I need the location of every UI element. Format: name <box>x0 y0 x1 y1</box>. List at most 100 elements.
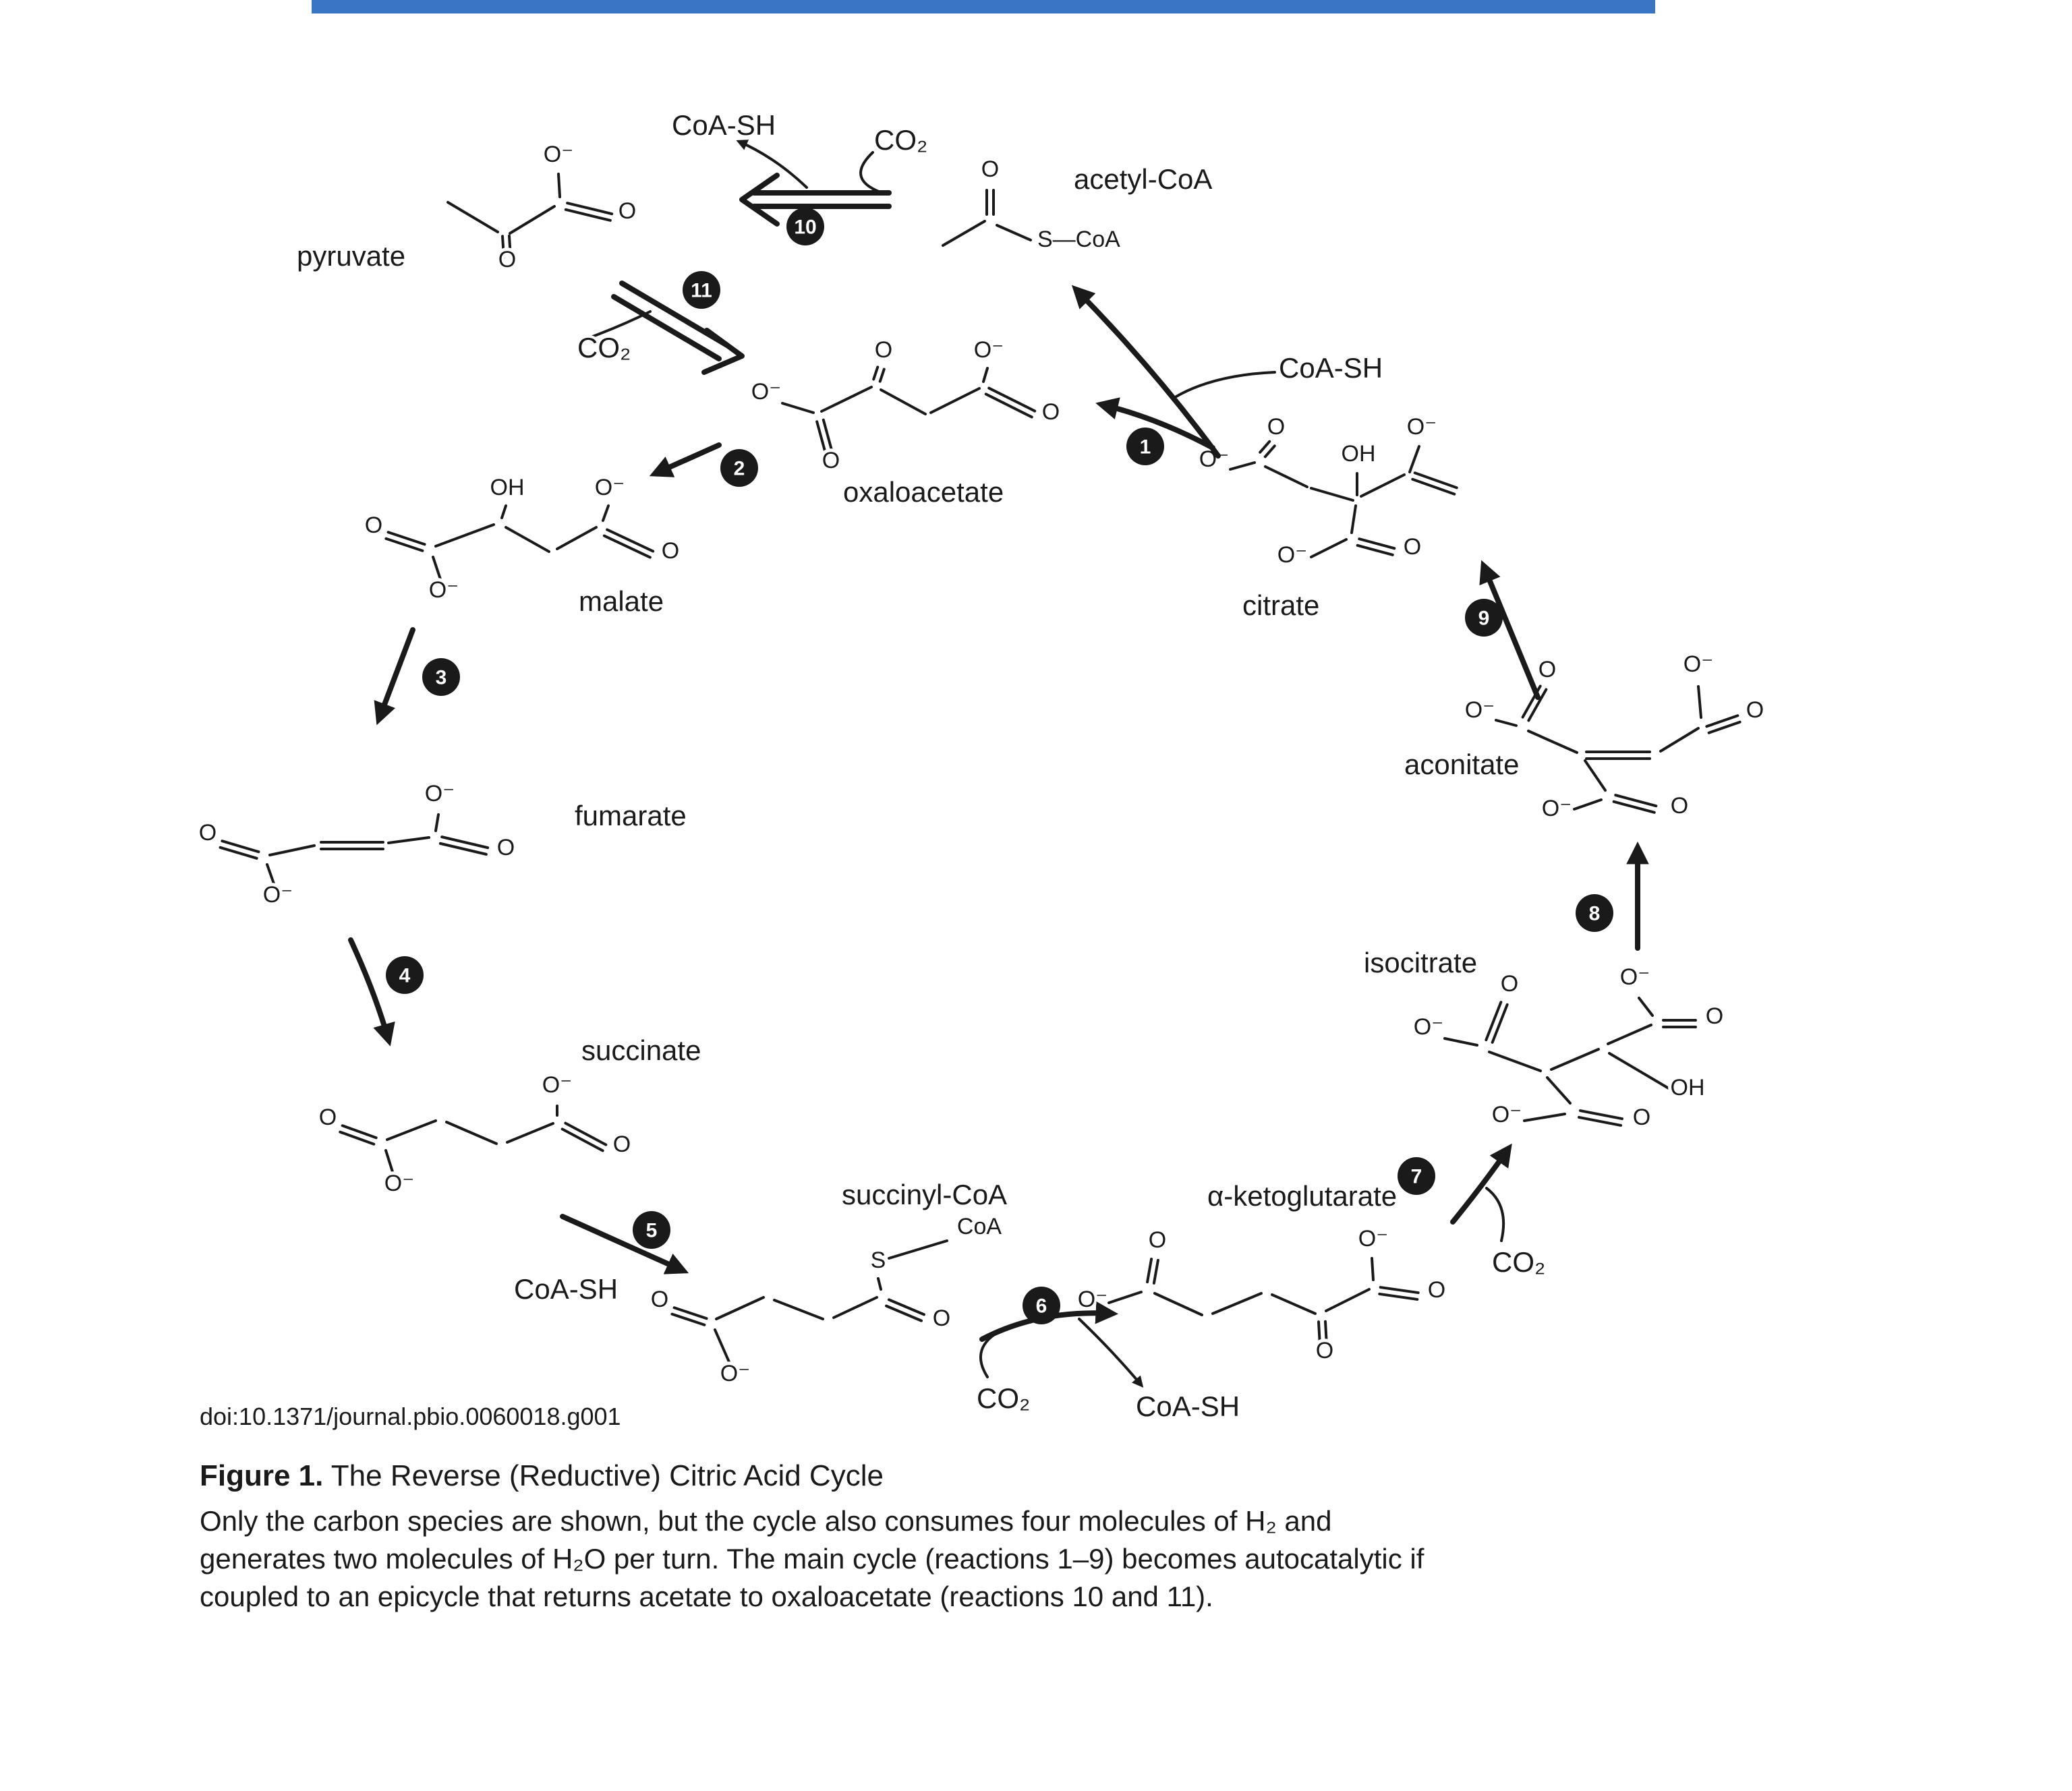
svg-text:3: 3 <box>436 667 447 689</box>
label-citrate: citrate <box>1242 589 1319 621</box>
atom-label: O <box>613 1132 631 1157</box>
arrow-step-11-shaft-lower <box>611 294 722 361</box>
label-oxaloacetate: oxaloacetate <box>843 476 1004 508</box>
atom-label: OH <box>1342 441 1376 467</box>
atom-label: O <box>933 1305 950 1331</box>
atom-label: O <box>1633 1105 1650 1130</box>
atom-label: O⁻ <box>1684 651 1713 677</box>
caption-title: Figure 1. The Reverse (Reductive) Citric… <box>200 1459 1832 1493</box>
atom-label: O <box>199 820 217 846</box>
arrow-step-11-head <box>701 328 745 375</box>
svg-text:8: 8 <box>1589 903 1601 925</box>
step-badge-8: 8 <box>1576 894 1613 932</box>
svg-text:6: 6 <box>1036 1295 1047 1318</box>
step-badge-3: 3 <box>422 658 460 696</box>
top-blue-bar <box>312 0 1655 13</box>
atom-label: O <box>981 156 999 182</box>
arrow-step-2 <box>649 442 722 477</box>
atom-label: O <box>497 835 515 860</box>
arrow-step-9 <box>1479 560 1541 700</box>
molecule-malate: OH O⁻ O O O⁻ <box>362 471 683 606</box>
svg-text:4: 4 <box>399 965 411 987</box>
label-aconitate: aconitate <box>1404 748 1519 780</box>
arrow-step-7-co2-in <box>1485 1187 1505 1242</box>
step-badge-5: 5 <box>633 1211 670 1249</box>
atom-label: O <box>1538 657 1556 682</box>
atom-label: O⁻ <box>1465 697 1495 723</box>
atom-label: O <box>1671 793 1688 819</box>
atom-label: O⁻ <box>1078 1287 1107 1312</box>
svg-text:11: 11 <box>691 280 712 302</box>
atom-label: OH <box>1671 1075 1705 1100</box>
atom-label: O <box>1316 1338 1333 1363</box>
step-badge-6: 6 <box>1023 1287 1060 1324</box>
atom-label: O <box>1501 971 1518 997</box>
atom-label: O⁻ <box>1620 964 1650 990</box>
atom-label: O⁻ <box>429 577 459 603</box>
step-badge-4: 4 <box>386 956 424 994</box>
atom-label: O <box>319 1105 337 1130</box>
step-badge-2: 2 <box>720 449 758 487</box>
atom-label: O⁻ <box>1199 446 1229 472</box>
arrow-step-6-coash-out <box>1078 1318 1144 1388</box>
atom-label: O⁻ <box>542 1072 572 1098</box>
label-succinate: succinate <box>581 1034 701 1066</box>
label-coash-6: CoA-SH <box>1136 1390 1240 1422</box>
molecule-fumarate: OO⁻O⁻O <box>196 777 518 911</box>
atom-label: O <box>1428 1277 1445 1303</box>
step-badge-1: 1 <box>1126 428 1164 465</box>
label-fumarate: fumarate <box>575 800 687 831</box>
arrow-step-10-coash-out <box>736 140 808 189</box>
arrow-step-11-co2-in <box>589 310 652 339</box>
atom-label: S <box>871 1247 886 1273</box>
atom-label: O⁻ <box>1414 1014 1443 1040</box>
svg-text:10: 10 <box>794 216 816 239</box>
atom-label: O⁻ <box>1277 542 1307 568</box>
atom-label: S—CoA <box>1037 227 1120 252</box>
svg-text:5: 5 <box>646 1220 658 1242</box>
caption-title-bold: Figure 1. <box>200 1459 324 1492</box>
atom-label: O⁻ <box>425 781 455 806</box>
atom-label: OH <box>490 475 525 500</box>
arrow-step-1-to-acetylcoa <box>1071 285 1221 459</box>
caption-title-rest: The Reverse (Reductive) Citric Acid Cycl… <box>323 1459 884 1492</box>
arrow-step-7 <box>1450 1143 1512 1225</box>
atom-label: O⁻ <box>1358 1226 1388 1252</box>
label-succinyl-coa: succinyl-CoA <box>842 1179 1007 1210</box>
atom-label: O <box>1267 414 1285 440</box>
caption-line: coupled to an epicycle that returns acet… <box>200 1581 1213 1612</box>
atom-label: CoA <box>957 1214 1002 1239</box>
label-isocitrate: isocitrate <box>1364 947 1477 978</box>
atom-label: O <box>822 448 840 473</box>
atom-label: O <box>1149 1227 1166 1253</box>
atom-label: O <box>875 337 892 363</box>
label-coash-10: CoA-SH <box>672 109 776 141</box>
atom-label: O <box>1404 534 1421 560</box>
label-co2-6: CO₂ <box>977 1382 1030 1414</box>
arrow-step-3 <box>374 627 415 726</box>
atom-label: O⁻ <box>544 142 573 167</box>
molecule-alpha-ketoglutarate: O⁻ O O⁻ O O <box>1074 1223 1449 1367</box>
atom-label: O <box>662 538 679 564</box>
label-malate: malate <box>579 585 664 617</box>
arrow-step-4 <box>348 937 395 1047</box>
step-badge-9: 9 <box>1465 599 1503 637</box>
svg-text:9: 9 <box>1478 608 1490 630</box>
atom-label: O <box>1746 697 1764 723</box>
step-badge-11: 11 <box>683 271 720 309</box>
atom-label: O⁻ <box>751 379 781 405</box>
caption-body: Only the carbon species are shown, but t… <box>200 1502 1832 1616</box>
atom-label: O⁻ <box>595 475 625 500</box>
svg-text:2: 2 <box>734 458 745 480</box>
atom-label: O <box>498 247 516 272</box>
atom-label: O <box>365 512 382 538</box>
arrow-step-1-to-oxaloacetate <box>1095 397 1215 450</box>
label-alpha-ketoglutarate: α-ketoglutarate <box>1207 1180 1397 1212</box>
